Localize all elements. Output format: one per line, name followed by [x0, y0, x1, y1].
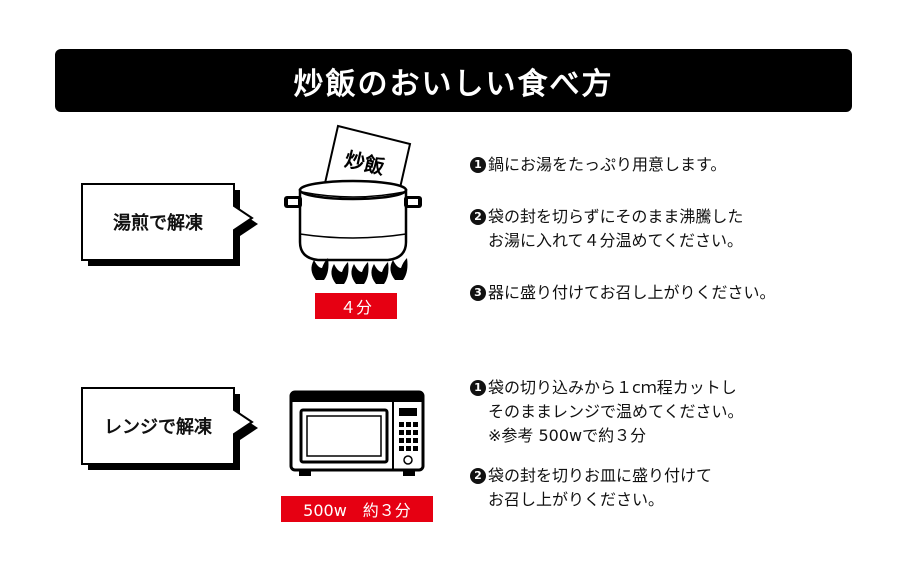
- microwave-illustration: [289, 390, 425, 480]
- microwave-icon: [289, 390, 425, 476]
- step-text: 鍋にお湯をたっぷり用意します。: [488, 155, 727, 174]
- step-number: 2: [470, 209, 486, 225]
- pot-icon: [284, 179, 422, 262]
- step-number: 2: [470, 468, 486, 484]
- title-bar: 炒飯のおいしい食べ方: [55, 49, 852, 112]
- step-text: 袋の封を切りお皿に盛り付けて: [488, 466, 713, 485]
- step-text: ※参考 500wで約３分: [488, 426, 647, 445]
- step-number: 3: [470, 285, 486, 301]
- steps-boil: 1 鍋にお湯をたっぷり用意します。 2 袋の封を切らずにそのまま沸騰した お湯に…: [470, 153, 776, 305]
- step-text: 袋の封を切らずにそのまま沸騰した: [488, 207, 744, 226]
- method-tag-microwave: レンジで解凍: [80, 386, 260, 470]
- step-text: お湯に入れて４分温めてください。: [488, 231, 744, 250]
- steps-microwave: 1 袋の切り込みから１cｍ程カットし そのままレンジで温めてください。 ※参考 …: [470, 376, 744, 512]
- step-item: 1 鍋にお湯をたっぷり用意します。: [470, 153, 776, 177]
- page-title: 炒飯のおいしい食べ方: [293, 66, 614, 102]
- method-label: レンジで解凍: [104, 417, 212, 438]
- step-text: お召し上がりください。: [488, 490, 665, 509]
- tag-shape: [81, 387, 258, 470]
- step-text: 器に盛り付けてお召し上がりください。: [488, 283, 776, 302]
- tag-shape: [81, 183, 258, 266]
- step-item: 3 器に盛り付けてお召し上がりください。: [470, 281, 776, 305]
- method-label: 湯煎で解凍: [113, 213, 203, 234]
- flame-icon: [311, 258, 408, 284]
- time-badge: ４分: [315, 293, 397, 319]
- step-number: 1: [470, 157, 486, 173]
- step-item: 2 袋の封を切らずにそのまま沸騰した お湯に入れて４分温めてください。: [470, 205, 776, 253]
- step-item: 2 袋の封を切りお皿に盛り付けて お召し上がりください。: [470, 464, 744, 512]
- method-tag-boil: 湯煎で解凍: [80, 182, 260, 266]
- step-text: そのままレンジで温めてください。: [488, 402, 744, 421]
- pot-illustration: 炒飯: [278, 122, 428, 292]
- step-text: 袋の切り込みから１cｍ程カットし: [488, 378, 737, 397]
- step-item: 1 袋の切り込みから１cｍ程カットし そのままレンジで温めてください。 ※参考 …: [470, 376, 744, 448]
- time-badge: 500w 約３分: [281, 496, 433, 522]
- step-number: 1: [470, 380, 486, 396]
